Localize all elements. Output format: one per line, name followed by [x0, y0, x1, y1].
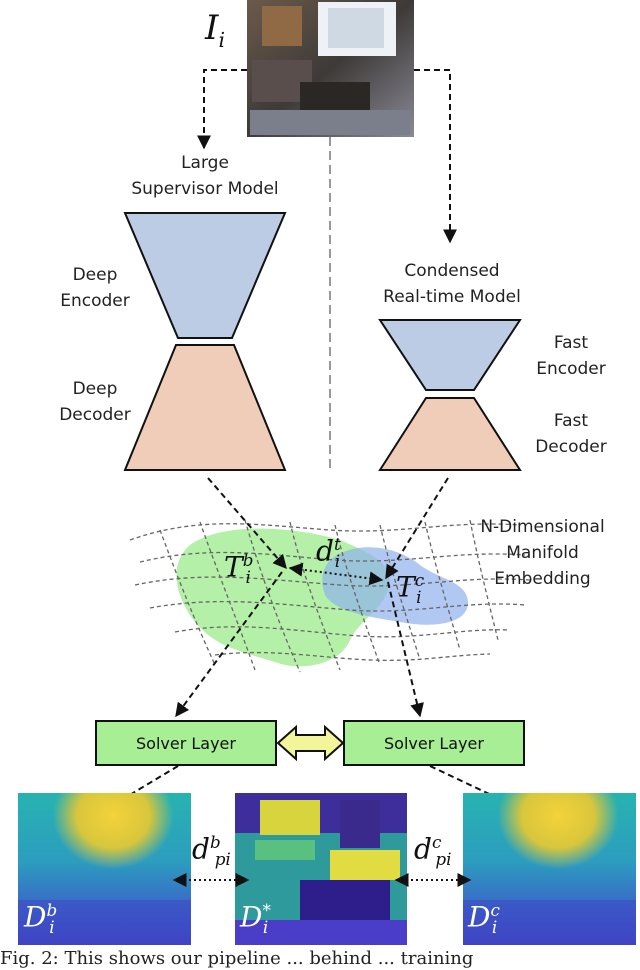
dt-distance-arrow — [288, 562, 384, 586]
fast-encoder-shape — [378, 319, 522, 391]
dstar-symbol: D*i — [240, 900, 271, 937]
left-solver-layer: Solver Layer — [95, 720, 277, 766]
dt-symbol: dti — [316, 534, 341, 571]
depth-map-db — [18, 793, 191, 945]
db-symbol: Dbi — [24, 900, 58, 937]
tb-symbol: Tbi — [224, 550, 254, 587]
depth-map-dstar — [235, 793, 407, 945]
deep-encoder-shape — [123, 212, 287, 339]
right-solver-layer: Solver Layer — [343, 720, 525, 766]
dc-symbol: Dci — [468, 900, 500, 937]
arrow-tc-to-right-solver — [387, 581, 424, 718]
input-symbol: Ii — [205, 8, 225, 52]
dpic-symbol: dcpi — [414, 832, 452, 869]
dpib-symbol: dbpi — [192, 832, 231, 869]
arrow-input-to-supervisor — [197, 69, 247, 150]
fast-decoder-shape — [378, 397, 522, 471]
tc-symbol: Tci — [396, 570, 425, 607]
input-image — [247, 0, 414, 137]
deep-decoder-shape — [123, 344, 287, 471]
depth-map-dc — [463, 793, 636, 945]
solver-exchange-arrow — [276, 724, 345, 762]
arrow-input-to-condensed — [414, 69, 457, 244]
figure-caption: Fig. 2: This shows our pipeline ... behi… — [0, 948, 474, 969]
